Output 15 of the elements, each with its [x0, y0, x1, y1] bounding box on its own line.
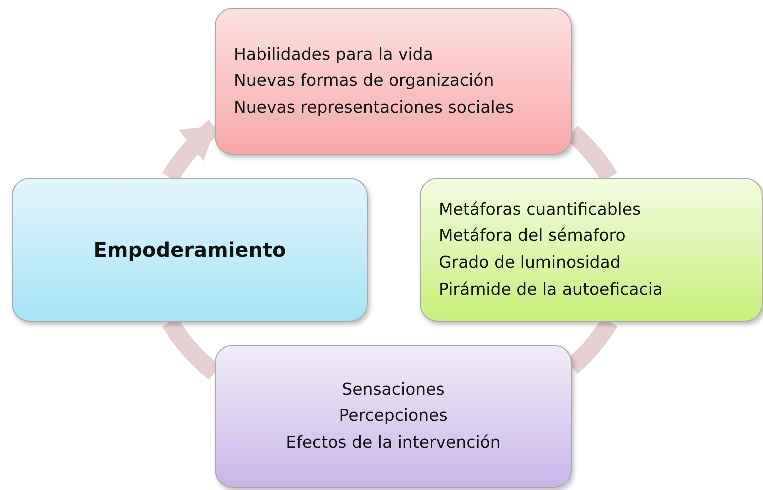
box-text: Efectos de la intervención: [286, 432, 501, 454]
rounded-box: [215, 8, 572, 155]
box-text: Nuevas formas de organización: [234, 71, 494, 92]
box-text: Grado de luminosidad: [439, 253, 621, 274]
rounded-box: [215, 345, 572, 488]
box-text: Pirámide de la autoeficacia: [439, 280, 664, 300]
rounded-box: [12, 178, 368, 322]
box-text: Sensaciones: [342, 380, 445, 400]
box-text: Habilidades para la vida: [234, 44, 434, 66]
rounded-box: [420, 178, 763, 322]
box-text: Metáfora del sémaforo: [439, 226, 626, 247]
box-text: Empoderamiento: [94, 238, 286, 262]
box-text: Nuevas representaciones sociales: [234, 98, 514, 118]
box-text: Percepciones: [339, 406, 448, 427]
box-text: Metáforas cuantificables: [439, 200, 642, 220]
